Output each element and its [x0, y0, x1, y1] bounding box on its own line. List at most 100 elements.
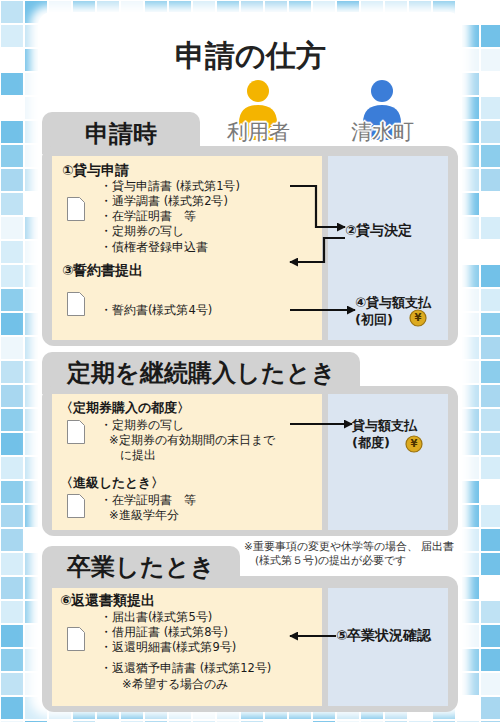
mosaic-tile: [481, 553, 500, 575]
mosaic-tile: [1, 97, 23, 119]
mosaic-tile: [481, 217, 500, 239]
mosaic-tile: [337, 721, 359, 722]
step-item: ・返還猶予申請書 (様式第12号): [100, 661, 271, 676]
applicant-panel: ⑥返還書類提出・届出書(様式第5号)・借用証書 (様式第8号)・返還明細書(様式…: [52, 588, 322, 706]
mosaic-tile: [1, 721, 23, 722]
mosaic-tile: [73, 721, 95, 722]
mosaic-tile: [481, 193, 500, 215]
mosaic-tile: [481, 481, 500, 503]
section-band: 卒業したとき⑥返還書類提出・届出書(様式第5号)・借用証書 (様式第8号)・返還…: [42, 546, 458, 712]
step-item: ・貸与申請書 (様式第1号): [100, 179, 240, 194]
step-group: ①貸与申請・貸与申請書 (様式第1号)・通学調書 (様式第2号)・在学証明書 等…: [58, 160, 290, 256]
mosaic-tile: [1, 553, 23, 575]
step-heading: 貸与額支払 (都度): [352, 418, 444, 452]
section-heading: 申請時: [42, 119, 200, 150]
step-item: ※希望する場合のみ: [122, 677, 228, 692]
mosaic-tile: [1, 121, 23, 143]
mosaic-tile: [481, 289, 500, 311]
mosaic-tile: [1, 145, 23, 167]
step-heading: ④貸与額支払 (初回): [355, 295, 445, 329]
mosaic-tile: [1, 241, 23, 263]
mosaic-tile: [265, 721, 287, 722]
mosaic-tile: [49, 721, 71, 722]
section-heading: 卒業したとき: [42, 552, 240, 583]
mosaic-tile: [1, 169, 23, 191]
yen-coin: [410, 310, 426, 326]
mosaic-tile: [409, 721, 431, 722]
person-body: [363, 105, 401, 140]
step-item: ・借用証書 (様式第8号): [100, 625, 228, 640]
step-item: ・返還明細書(様式第9号): [100, 640, 236, 655]
mosaic-tile: [1, 697, 23, 719]
mosaic-tile: [1, 481, 23, 503]
mosaic-tile: [1, 73, 23, 95]
mosaic-tile: [481, 169, 500, 191]
mosaic-tile: [481, 433, 500, 455]
step-group: ④貸与額支払 (初回): [355, 295, 445, 331]
mosaic-tile: [481, 361, 500, 383]
mosaic-tile: [481, 73, 500, 95]
mosaic-tile: [1, 193, 23, 215]
document-icon: [68, 495, 85, 518]
mosaic-tile: [481, 241, 500, 263]
step-heading: ⑥返還書類提出: [60, 592, 155, 610]
mosaic-tile: [1, 49, 23, 71]
step-group: ②貸与決定: [345, 221, 430, 241]
mosaic-tile: [1, 337, 23, 359]
document-icon: [68, 628, 85, 651]
section-band: 定期を継続購入したとき〈定期券購入の都度〉・定期券の写し※定期券の有効期間の末日…: [42, 352, 458, 536]
document-icons: [68, 198, 85, 651]
mosaic-tile: [1, 1, 23, 23]
mosaic-tile: [241, 721, 263, 722]
step-group: ⑤卒業状況確認: [336, 626, 446, 646]
step-heading: 〈進級したとき〉: [60, 475, 164, 491]
mosaic-tile: [169, 721, 191, 722]
mosaic-tile: [481, 505, 500, 527]
mosaic-tile: [1, 25, 23, 47]
mosaic-tile: [1, 529, 23, 551]
mosaic-tile: [481, 145, 500, 167]
connector-arrow: [290, 635, 336, 637]
actor-label: 清水町: [282, 119, 482, 146]
step-item: ※定期券の有効期間の末日まで に提出: [109, 433, 281, 463]
step-item: ・通学調書 (様式第2号): [100, 194, 228, 209]
connector-arrow: [290, 309, 355, 311]
applicant-panel: 〈定期券購入の都度〉・定期券の写し※定期券の有効期間の末日まで に提出〈進級した…: [52, 394, 322, 530]
step-item: ・届出書(様式第5号): [100, 610, 212, 625]
mosaic-tile: [1, 217, 23, 239]
mosaic-tile: [1, 265, 23, 287]
mosaic-tile: [481, 1, 500, 23]
note-text: ※重要事項の変更や休学等の場合、 届出書(様式第５号)の提出が必要です: [244, 540, 466, 567]
section-band: 申請時 ①貸与申請・貸与申請書 (様式第1号)・通学調書 (様式第2号)・在学証明…: [42, 112, 458, 346]
applicant-panel: ①貸与申請・貸与申請書 (様式第1号)・通学調書 (様式第2号)・在学証明書 等…: [52, 156, 322, 340]
mosaic-tile: [97, 721, 119, 722]
person-head: [371, 80, 393, 102]
step-group: 〈定期券購入の都度〉・定期券の写し※定期券の有効期間の末日まで に提出: [58, 398, 290, 468]
yen-coins: [406, 310, 426, 452]
mosaic-tile: [433, 721, 455, 722]
mosaic-tile: [313, 721, 335, 722]
mosaic-tile: [25, 721, 47, 722]
town-panel: 貸与額支払 (都度): [328, 394, 448, 530]
step-group: 〈進級したとき〉・在学証明書 等※進級学年分: [58, 474, 290, 526]
step-item: ・誓約書(様式第4号): [100, 303, 212, 318]
mosaic-tile: [193, 721, 215, 722]
connector-arrow: [290, 238, 345, 262]
mosaic-tile: [1, 601, 23, 623]
mosaic-tile: [145, 721, 167, 722]
step-item: ・在学証明書 等: [100, 493, 196, 508]
mosaic-tile: [481, 25, 500, 47]
step-group: ③誓約書提出・誓約書(様式第4号): [58, 258, 290, 330]
step-heading: 〈定期券購入の都度〉: [60, 400, 190, 416]
mosaic-tile: [1, 577, 23, 599]
mosaic-tile: [1, 625, 23, 647]
mosaic-tile: [481, 457, 500, 479]
mosaic-tile: [1, 385, 23, 407]
mosaic-tile: [481, 337, 500, 359]
mosaic-tile: [457, 721, 479, 722]
mosaic-tile: [481, 121, 500, 143]
step-heading: ③誓約書提出: [62, 262, 143, 280]
mosaic-tile: [1, 673, 23, 695]
